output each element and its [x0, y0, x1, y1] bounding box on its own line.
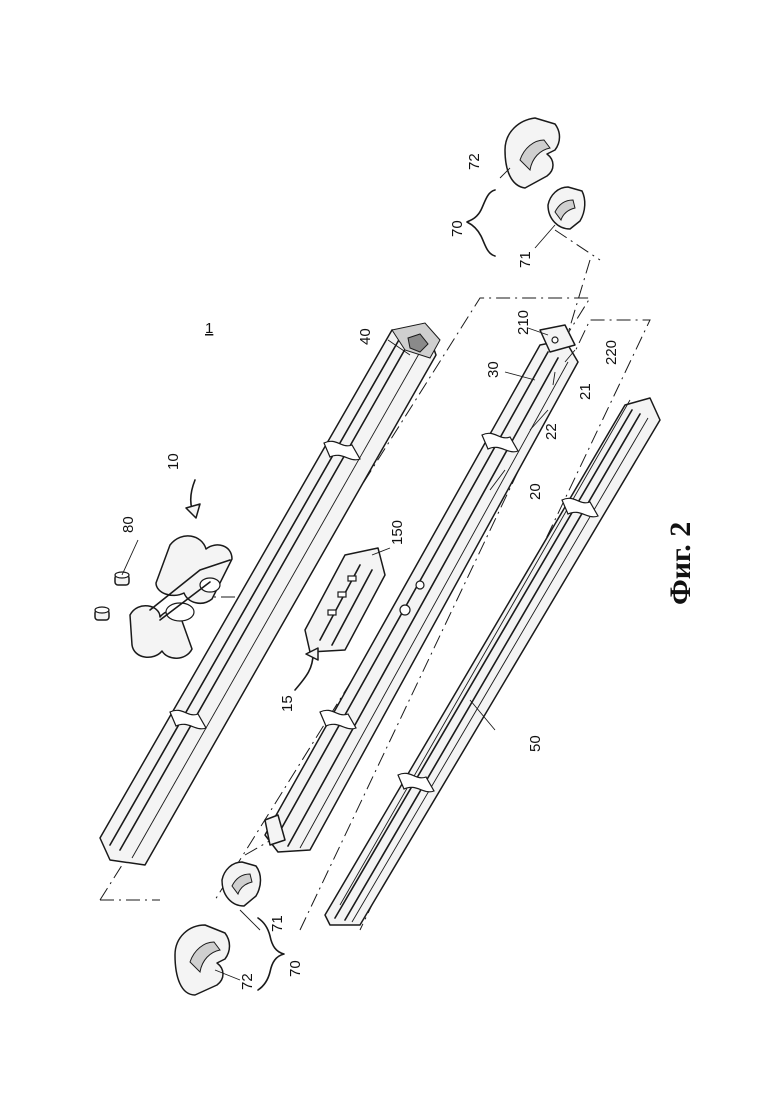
label-bracket-plate: 150: [389, 520, 406, 545]
cam-assembly: [130, 480, 232, 658]
label-bracket: 15: [279, 695, 296, 712]
label-end-group-left: 70: [287, 960, 304, 977]
label-cap-outer-right: 72: [466, 153, 483, 170]
label-cam: 10: [165, 453, 182, 470]
label-end-group-right: 70: [449, 220, 466, 237]
label-outer-rail: 50: [527, 735, 544, 752]
pins: [95, 572, 129, 620]
label-tab-210: 210: [515, 310, 532, 335]
label-cap-inner-left: 71: [269, 915, 286, 932]
label-cap-outer-left: 72: [239, 973, 256, 990]
label-inner-rail: 20: [527, 483, 544, 500]
label-middle-rail: 30: [485, 361, 502, 378]
label-cap-inner-right: 71: [517, 251, 534, 268]
right-end-caps: [467, 118, 585, 256]
label-outer-cover: 40: [357, 328, 374, 345]
figure-title: Фиг. 2: [664, 522, 697, 605]
label-assembly: 1: [205, 320, 213, 337]
label-tab-220: 220: [603, 340, 620, 365]
label-rail-end: 21: [577, 383, 594, 400]
label-pins: 80: [120, 516, 137, 533]
left-end-caps: [175, 862, 284, 995]
outer-cover-rail: [100, 323, 440, 865]
label-rail-body: 22: [543, 423, 560, 440]
